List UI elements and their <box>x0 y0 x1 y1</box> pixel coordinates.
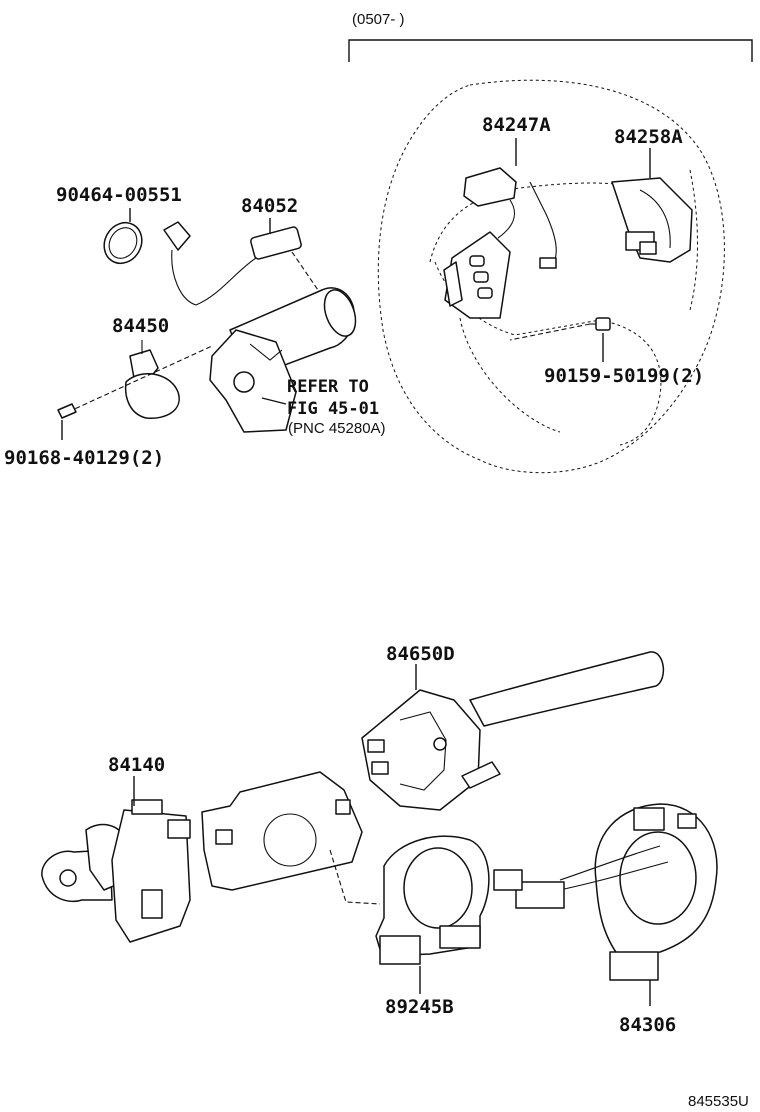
label-84140: 84140 <box>108 754 165 776</box>
switch-84258A <box>611 177 693 263</box>
steering-wheel-outline <box>377 79 725 474</box>
label-84247A: 84247A <box>482 114 551 136</box>
switch-84140 <box>41 776 191 943</box>
harness-84052 <box>163 218 319 306</box>
label-84052: 84052 <box>241 195 298 217</box>
screw-90168-40129 <box>57 403 77 440</box>
label-84258A: 84258A <box>614 126 683 148</box>
label-84650D: 84650D <box>386 643 455 665</box>
screw-90159-50199 <box>509 317 611 341</box>
label-90464-00551: 90464-00551 <box>56 184 182 206</box>
switch-bracket <box>201 771 381 905</box>
steering-wheel-group: (0507- ) <box>348 11 753 474</box>
switch-84450 <box>67 340 213 419</box>
reference-line-3: (PNC 45280A) <box>288 420 386 437</box>
label-84450: 84450 <box>112 315 169 337</box>
switch-84650D <box>361 651 665 811</box>
diagram-id: 845535U <box>688 1093 749 1110</box>
reference-line-2: FIG 45-01 <box>287 399 379 419</box>
switch-84247A <box>443 167 557 319</box>
label-89245B: 89245B <box>385 996 454 1018</box>
date-range-label: (0507- ) <box>352 11 405 28</box>
reference-line-1: REFER TO <box>287 377 369 397</box>
ignition-group: 90464-00551 84052 84450 90168-40129(2) R… <box>4 184 386 469</box>
sensor-89245B <box>375 835 490 994</box>
label-90168-40129: 90168-40129(2) <box>4 447 164 469</box>
label-90159-50199: 90159-50199(2) <box>544 365 704 387</box>
spiral-cable-84306 <box>493 803 718 1006</box>
combination-switch-group: 84650D 84140 89245B 84306 <box>41 643 718 1036</box>
lock-housing <box>209 287 357 433</box>
clamp-90464-00551 <box>103 208 143 265</box>
label-84306: 84306 <box>619 1014 676 1036</box>
date-range-bracket <box>348 39 753 62</box>
